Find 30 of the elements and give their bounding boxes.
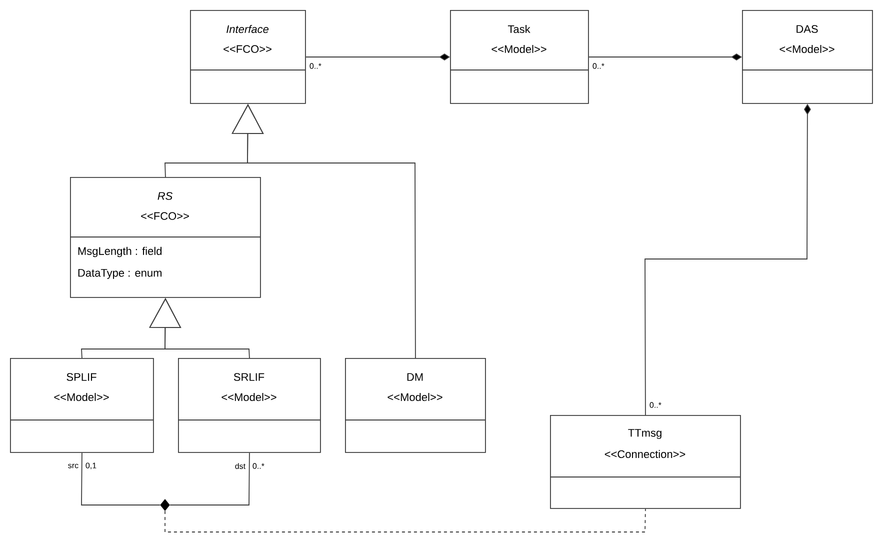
stereotype: <<Model>> xyxy=(492,44,546,54)
class-name: SPLIF xyxy=(66,373,96,381)
role-label: dst xyxy=(235,463,246,469)
class-name: Task xyxy=(508,24,530,34)
association-line xyxy=(81,452,160,506)
multiplicity-label: 0..* xyxy=(251,462,266,470)
class-name: Interface xyxy=(226,24,268,34)
class-name: RS xyxy=(158,192,173,200)
stereotype: <<Model>> xyxy=(780,44,834,54)
stereotype: <<Model>> xyxy=(54,392,109,402)
multiplicity-label: 0..* xyxy=(308,62,322,70)
multiplicity-label: 0..* xyxy=(591,62,606,70)
association-line xyxy=(170,452,250,506)
attribute: DataType : enum xyxy=(78,269,162,279)
attribute: MsgLength : field xyxy=(78,246,162,258)
class-name: DAS xyxy=(796,25,818,33)
class-name: DM xyxy=(407,373,423,381)
stereotype: <<Model>> xyxy=(222,392,276,402)
role-label: src xyxy=(68,464,78,468)
stereotype: <<Model>> xyxy=(388,392,442,402)
class-name: TTmsg xyxy=(628,429,662,439)
composition-line xyxy=(305,54,450,60)
stereotype: <<FCO>> xyxy=(141,212,189,220)
stereotype: <<Connection>> xyxy=(604,450,686,458)
class-name: SRLIF xyxy=(234,373,264,381)
multiplicity-label: 0,1 xyxy=(84,462,98,470)
multiplicity-label: 0..* xyxy=(648,401,662,409)
stereotype: <<FCO>> xyxy=(224,45,272,53)
association-line xyxy=(164,508,646,532)
composition-line xyxy=(588,54,742,60)
